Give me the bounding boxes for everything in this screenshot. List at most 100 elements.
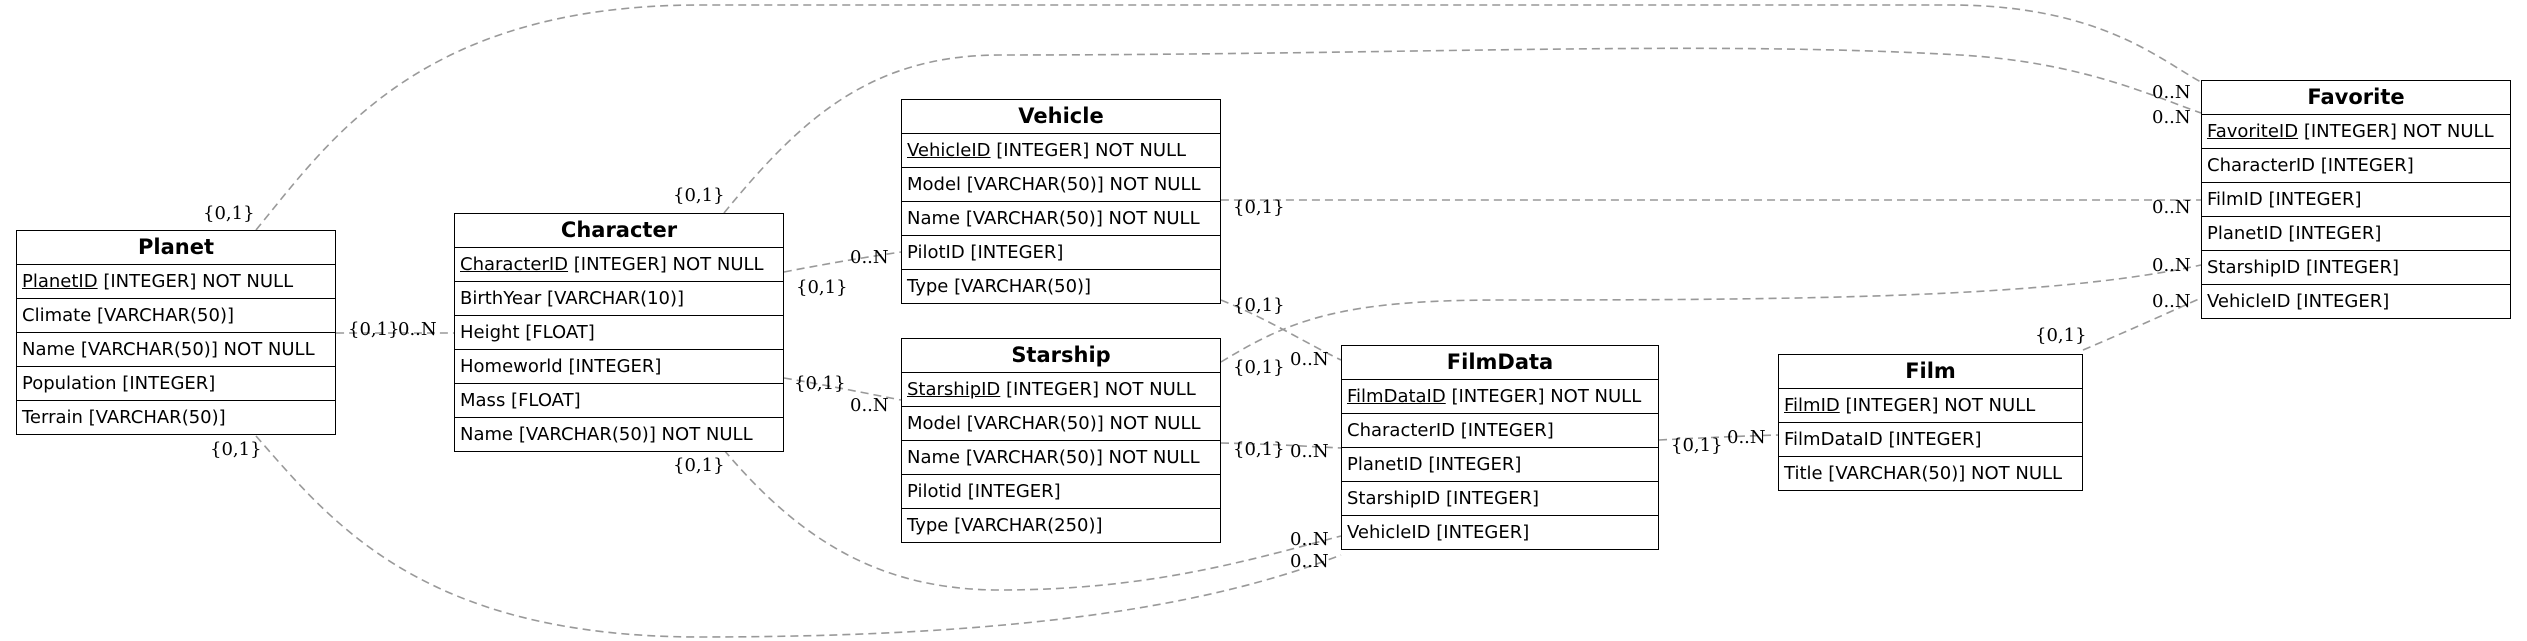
attribute-type: [VARCHAR(50)] NOT NULL (961, 413, 1201, 434)
attribute-name: Title (1784, 463, 1823, 484)
cardinality-from: {0,1} (1671, 435, 1723, 456)
attribute-name: Type (907, 515, 949, 536)
attribute-row: CharacterID [INTEGER] (2202, 149, 2510, 183)
attribute-name: StarshipID (1347, 488, 1441, 509)
primary-key-name: FilmID (1784, 395, 1840, 416)
attribute-type: [VARCHAR(50)] NOT NULL (1822, 463, 2063, 484)
cardinality-from: {0,1} (673, 455, 725, 476)
attribute-name: Name (907, 208, 961, 229)
attribute-name: Population (22, 373, 117, 394)
attribute-type: [VARCHAR(50)] NOT NULL (513, 424, 753, 445)
attribute-type: [FLOAT] (505, 390, 581, 411)
attribute-type: [INTEGER] (1422, 454, 1522, 475)
entity-title: Planet (17, 231, 335, 265)
attribute-type: [INTEGER] (116, 373, 216, 394)
attribute-name: Type (907, 276, 949, 297)
cardinality-to: 0..N (2152, 197, 2191, 218)
cardinality-to: 0..N (1290, 349, 1329, 370)
attribute-row: StarshipID [INTEGER] NOT NULL (902, 373, 1220, 407)
attribute-name: StarshipID (2207, 257, 2301, 278)
relationship-line-planet-favorite (255, 4, 2202, 231)
cardinality-to: 0..N (2152, 82, 2191, 103)
attribute-name: Name (460, 424, 514, 445)
attribute-name: Homeworld (460, 356, 563, 377)
attribute-name: Name (22, 339, 76, 360)
attribute-row: VehicleID [INTEGER] (1342, 516, 1658, 549)
attribute-type: [VARCHAR(50)] NOT NULL (960, 208, 1200, 229)
attribute-type: [VARCHAR(50)] (82, 407, 226, 428)
cardinality-to: 0..N (850, 395, 889, 416)
attribute-type: [INTEGER] (1882, 429, 1982, 450)
attribute-name: Mass (460, 390, 506, 411)
attribute-row: CharacterID [INTEGER] (1342, 414, 1658, 448)
attribute-type: [INTEGER] (2300, 257, 2400, 278)
cardinality-from: {0,1} (673, 185, 725, 206)
cardinality-from: {0,1} (794, 373, 846, 394)
entity-title: Starship (902, 339, 1220, 373)
attribute-row: CharacterID [INTEGER] NOT NULL (455, 248, 783, 282)
cardinality-from: {0,1} (2035, 325, 2087, 346)
attribute-row: BirthYear [VARCHAR(10)] (455, 282, 783, 316)
attribute-type: [INTEGER] NOT NULL (568, 254, 764, 275)
primary-key-name: FilmDataID (1347, 386, 1446, 407)
entity-title: Vehicle (902, 100, 1220, 134)
attribute-row: FavoriteID [INTEGER] NOT NULL (2202, 115, 2510, 149)
attribute-row: Type [VARCHAR(250)] (902, 509, 1220, 542)
attribute-type: [INTEGER] NOT NULL (990, 140, 1187, 161)
attribute-type: [INTEGER] (1440, 488, 1540, 509)
cardinality-from: {0,1} (1233, 295, 1285, 316)
attribute-row: Mass [FLOAT] (455, 384, 783, 418)
attribute-row: Homeworld [INTEGER] (455, 350, 783, 384)
attribute-row: StarshipID [INTEGER] (2202, 251, 2510, 285)
attribute-type: [INTEGER] (2315, 155, 2414, 176)
cardinality-to: 0..N (1290, 529, 1329, 550)
attribute-name: Model (907, 413, 962, 434)
attribute-row: Name [VARCHAR(50)] NOT NULL (902, 441, 1220, 475)
attribute-row: Population [INTEGER] (17, 367, 335, 401)
entity-title: Favorite (2202, 81, 2510, 115)
attribute-type: [INTEGER] (961, 481, 1061, 502)
attribute-row: PlanetID [INTEGER] (1342, 448, 1658, 482)
attribute-row: PlanetID [INTEGER] NOT NULL (17, 265, 335, 299)
primary-key-name: FavoriteID (2207, 121, 2299, 142)
attribute-name: VehicleID (1347, 522, 1431, 543)
attribute-name: Climate (22, 305, 92, 326)
cardinality-to: 0..N (1290, 551, 1329, 572)
attribute-type: [VARCHAR(50)] NOT NULL (75, 339, 315, 360)
attribute-row: Title [VARCHAR(50)] NOT NULL (1779, 457, 2082, 490)
cardinality-to: 0..N (1727, 427, 1766, 448)
attribute-row: PilotID [INTEGER] (902, 236, 1220, 270)
attribute-name: FilmDataID (1784, 429, 1883, 450)
attribute-type: [INTEGER] NOT NULL (1000, 379, 1196, 400)
attribute-name: PilotID (907, 242, 965, 263)
attribute-type: [VARCHAR(50)] (948, 276, 1092, 297)
attribute-type: [INTEGER] NOT NULL (1839, 395, 2036, 416)
attribute-row: Model [VARCHAR(50)] NOT NULL (902, 407, 1220, 441)
attribute-type: [VARCHAR(50)] (91, 305, 235, 326)
cardinality-to: 0..N (2152, 291, 2191, 312)
cardinality-from: {0,1} (1233, 439, 1285, 460)
attribute-row: Height [FLOAT] (455, 316, 783, 350)
attribute-type: [INTEGER] NOT NULL (2298, 121, 2494, 142)
entity-title: Film (1779, 355, 2082, 389)
attribute-name: BirthYear (460, 288, 542, 309)
cardinality-to: 0..N (2152, 107, 2191, 128)
cardinality-from: {0,1} (1233, 357, 1285, 378)
attribute-type: [INTEGER] (964, 242, 1064, 263)
attribute-row: Name [VARCHAR(50)] NOT NULL (455, 418, 783, 451)
attribute-type: [INTEGER] (2262, 189, 2362, 210)
attribute-type: [INTEGER] NOT NULL (97, 271, 294, 292)
entity-title: Character (455, 214, 783, 248)
attribute-row: FilmDataID [INTEGER] (1779, 423, 2082, 457)
attribute-name: Model (907, 174, 962, 195)
attribute-type: [INTEGER] NOT NULL (1445, 386, 1642, 407)
attribute-name: Name (907, 447, 961, 468)
attribute-type: [INTEGER] (2282, 223, 2382, 244)
primary-key-name: CharacterID (460, 254, 569, 275)
attribute-row: Name [VARCHAR(50)] NOT NULL (902, 202, 1220, 236)
